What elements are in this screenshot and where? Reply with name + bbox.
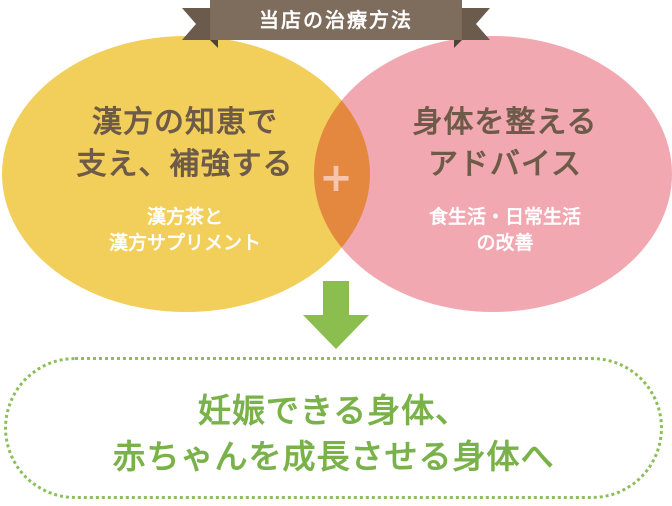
goal-line-2: 赤ちゃんを成長させる身体へ [112, 437, 555, 476]
goal-box: 妊娠できる身体、 赤ちゃんを成長させる身体へ [4, 357, 663, 499]
kampo-circle-title: 漢方の知恵で 支え、補強する [40, 102, 330, 186]
kampo-title-line-1: 漢方の知恵で [92, 105, 278, 140]
goal-line-1: 妊娠できる身体、 [197, 391, 470, 430]
advice-title-line-1: 身体を整える [412, 105, 598, 140]
ribbon-fold-right [454, 40, 462, 48]
advice-circle-title: 身体を整える アドバイス [360, 102, 650, 186]
kampo-subtitle-line-2: 漢方サプリメント [108, 232, 261, 254]
banner-label: 当店の治療方法 [259, 8, 413, 32]
plus-icon: + [319, 155, 353, 201]
arrow-down-icon [303, 281, 369, 349]
kampo-subtitle-line-1: 漢方茶と [146, 206, 223, 228]
ribbon-body [210, 0, 462, 40]
ribbon-fold-left [210, 40, 218, 48]
advice-title-line-2: アドバイス [427, 147, 583, 182]
kampo-circle-subtitle: 漢方茶と 漢方サプリメント [40, 204, 330, 256]
goal-text: 妊娠できる身体、 赤ちゃんを成長させる身体へ [7, 388, 660, 480]
kampo-title-line-2: 支え、補強する [76, 147, 294, 182]
advice-subtitle-line-2: の改善 [476, 232, 534, 254]
advice-circle-subtitle: 食生活・日常生活 の改善 [360, 204, 650, 256]
section-banner: 当店の治療方法 [182, 0, 490, 48]
advice-circle [314, 36, 672, 312]
advice-subtitle-line-1: 食生活・日常生活 [428, 206, 581, 228]
kampo-circle [2, 36, 370, 312]
